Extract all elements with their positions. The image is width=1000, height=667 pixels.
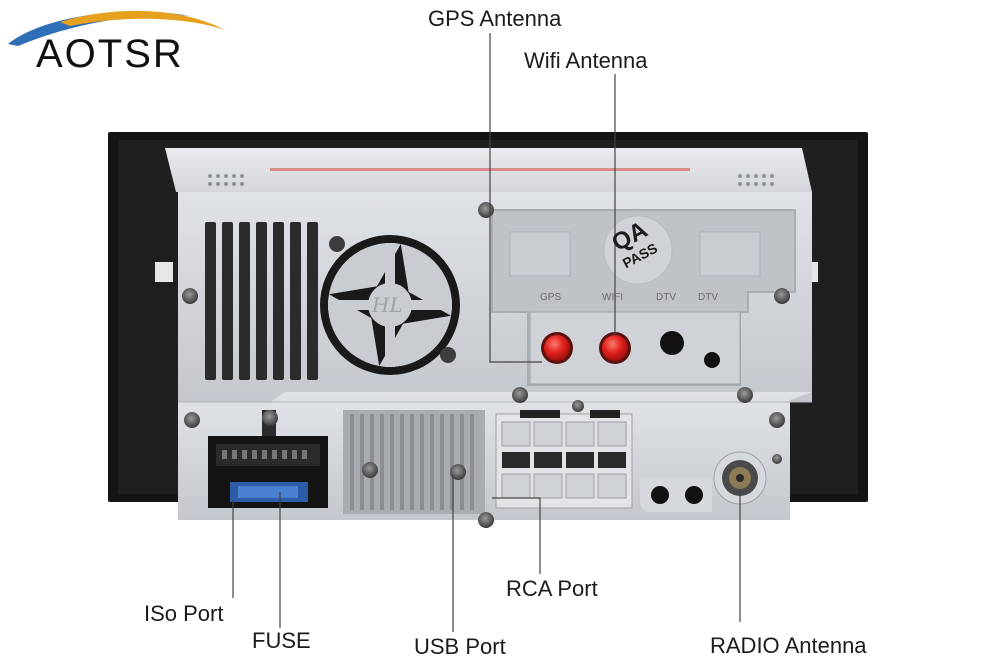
qa-pass-sticker	[603, 215, 673, 285]
gps-antenna-label: GPS Antenna	[428, 6, 562, 31]
gps-callout-line	[489, 33, 542, 363]
callout-lines	[232, 33, 741, 632]
cooling-fan: HL	[320, 235, 460, 375]
heatsink	[343, 410, 485, 514]
mounting-screws	[182, 202, 790, 528]
radio-antenna-socket	[713, 451, 767, 505]
vent-slots	[205, 222, 318, 380]
port-tag-dtv: DTV	[656, 292, 676, 303]
rca-port-block	[495, 410, 633, 509]
small-jacks	[640, 478, 712, 512]
radio-antenna-label: RADIO Antenna	[710, 633, 867, 658]
svg-text:HL: HL	[371, 293, 403, 317]
dtv-port-2	[704, 352, 720, 368]
brand-logo-swoosh	[8, 10, 225, 46]
port-tag-gps: GPS	[540, 292, 562, 303]
top-cover	[165, 148, 812, 192]
port-tag-dtv-2: DTV	[698, 292, 718, 303]
usb-port-label: USB Port	[414, 634, 506, 659]
dtv-port-1	[660, 331, 684, 355]
iso-port-label: ISo Port	[144, 601, 224, 626]
rca-callout-line	[492, 497, 541, 574]
wifi-antenna-connector	[599, 332, 631, 364]
fuse-label: FUSE	[252, 628, 311, 653]
rca-port-label: RCA Port	[506, 576, 598, 601]
upper-rear-panel: HL	[178, 192, 812, 402]
gps-antenna-connector	[541, 332, 573, 364]
brand-logo-text: AOTSR	[36, 32, 184, 76]
wifi-antenna-label: Wifi Antenna	[524, 48, 648, 73]
port-tag-wifi: WIFI	[602, 292, 624, 303]
